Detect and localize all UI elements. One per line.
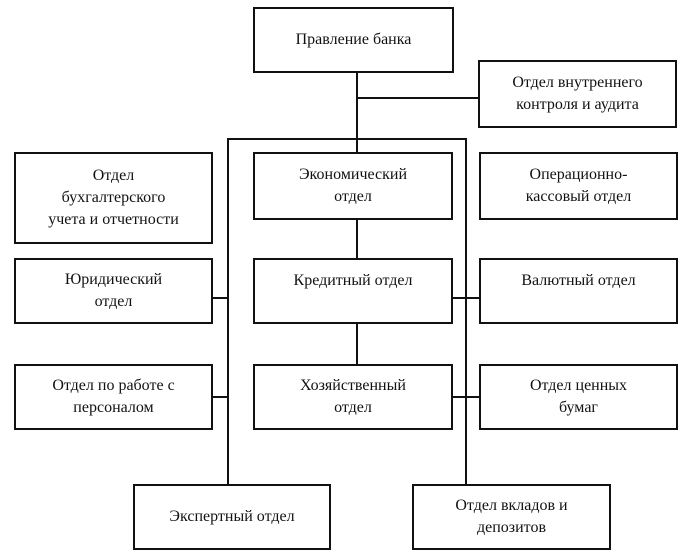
connector-center-credit-admin: [356, 324, 358, 364]
personnel-box: Отдел по работе с персоналом: [14, 364, 213, 430]
connector-to-audit: [356, 97, 478, 99]
connector-to-securities: [453, 396, 479, 398]
securities-box: Отдел ценных бумаг: [479, 364, 678, 430]
currency-box: Валютный отдел: [479, 258, 678, 324]
board-label: Правление банка: [295, 31, 412, 48]
connector-left-vertical: [227, 138, 229, 484]
accounting-label: Отдел бухгалтерского учета и отчетности: [48, 167, 179, 228]
cash-ops-label: Операционно- кассовый отдел: [525, 166, 632, 205]
connector-center-economic-credit: [356, 220, 358, 258]
economic-box: Экономический отдел: [253, 152, 453, 220]
connector-to-personnel: [213, 396, 229, 398]
audit-label: Отдел внутреннего контроля и аудита: [512, 74, 643, 113]
credit-label: Кредитный отдел: [293, 272, 413, 289]
admin-box: Хозяйственный отдел: [253, 364, 453, 430]
connector-board-down: [356, 72, 358, 138]
currency-label: Валютный отдел: [521, 272, 636, 289]
deposits-box: Отдел вкладов и депозитов: [412, 484, 611, 550]
economic-label: Экономический отдел: [298, 166, 407, 205]
personnel-label: Отдел по работе с персоналом: [52, 377, 175, 416]
legal-box: Юридический отдел: [14, 258, 213, 324]
securities-label: Отдел ценных бумаг: [529, 377, 628, 416]
cash-ops-box: Операционно- кассовый отдел: [479, 152, 678, 220]
connector-top-horizontal: [227, 138, 467, 140]
credit-box: Кредитный отдел: [253, 258, 453, 324]
admin-label: Хозяйственный отдел: [300, 377, 406, 416]
deposits-label: Отдел вкладов и депозитов: [455, 497, 568, 536]
expert-label: Экспертный отдел: [169, 508, 295, 525]
connector-center-to-economic: [356, 138, 358, 152]
audit-box: Отдел внутреннего контроля и аудита: [478, 60, 677, 128]
expert-box: Экспертный отдел: [133, 484, 331, 550]
connector-right-vertical: [465, 138, 467, 484]
connector-to-legal: [213, 297, 229, 299]
connector-to-currency: [453, 297, 479, 299]
board-box: Правление банка: [253, 7, 454, 73]
legal-label: Юридический отдел: [64, 271, 163, 310]
accounting-box: Отдел бухгалтерского учета и отчетности: [14, 152, 213, 244]
